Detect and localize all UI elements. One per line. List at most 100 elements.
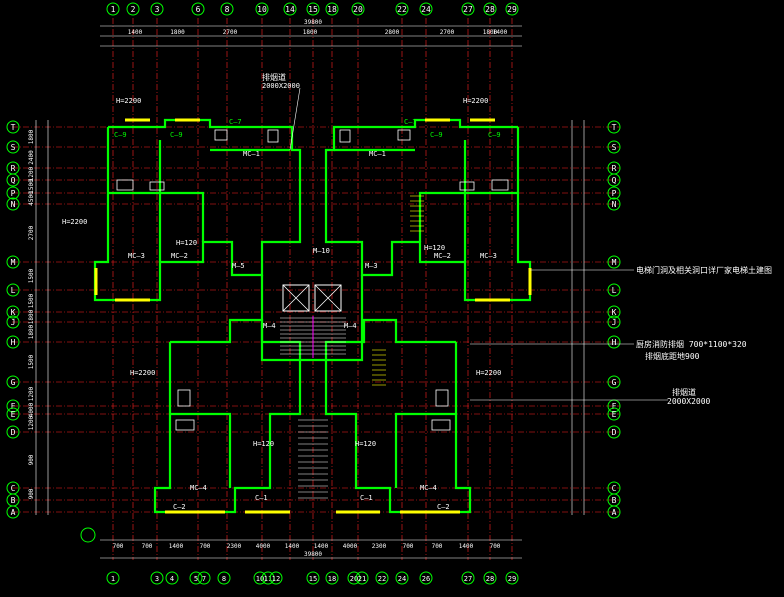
axis-label-bottom-3: 3 (155, 575, 159, 583)
dim-text-bottom-3: 700 (200, 543, 211, 550)
axis-label-left-N: N (11, 200, 16, 209)
axis-label-right-N: N (612, 200, 617, 209)
tag-h2200-br: H=2200 (476, 369, 502, 377)
axis-bubble-left-F (6, 399, 20, 413)
tag-h2200-tr: H=2200 (463, 97, 489, 105)
axis-bubble-right-M (607, 255, 621, 269)
axis-bubble-bottom-7 (197, 571, 211, 585)
axis-bubble-bottom-29 (505, 571, 519, 585)
axis-label-bottom-28: 28 (486, 575, 494, 583)
axis-bubble-left-K (6, 305, 20, 319)
axis-label-top-6: 6 (196, 5, 201, 14)
tag-h120-bl: H=120 (253, 440, 275, 448)
elevator-note: 电梯门洞及相关洞口详厂家电梯土建图 (636, 266, 772, 275)
axis-label-left-M: M (11, 258, 16, 267)
dim-text-bottom-1: 700 (142, 543, 153, 550)
tag-h2200-ml: H=2200 (62, 218, 88, 226)
axis-label-left-F: F (11, 402, 16, 411)
axis-bubble-top-18 (325, 2, 339, 16)
axis-label-left-E: E (11, 410, 16, 419)
dim-text-left-9: 1800 (28, 324, 35, 339)
dim-text-bottom-4: 2300 (227, 543, 242, 550)
dim-text-top-7: 1400 (493, 29, 508, 36)
dim-text-bottom-11: 700 (432, 543, 443, 550)
dim-text-top-5: 2700 (440, 29, 455, 36)
dim-text-left-3: 1500 (28, 179, 35, 194)
axis-bubble-bottom-3 (150, 571, 164, 585)
fixture-3 (397, 129, 411, 141)
fixture-4 (116, 179, 134, 191)
fixture-10 (175, 419, 195, 431)
dim-text-left-2: 1200 (28, 166, 35, 181)
axis-label-bottom-18: 18 (328, 575, 336, 583)
axis-bubble-right-D (607, 425, 621, 439)
north-marker (80, 527, 96, 543)
wall-ur-inner2 (418, 140, 467, 242)
axis-label-top-28: 28 (485, 5, 495, 14)
axis-bubble-bottom-15 (306, 571, 320, 585)
wall-ll-inner (170, 412, 232, 488)
axis-label-left-Q: Q (11, 176, 16, 185)
fixture-6 (149, 181, 165, 191)
axis-label-top-20: 20 (353, 5, 363, 14)
axis-label-top-22: 22 (397, 5, 407, 14)
axis-bubble-right-J (607, 315, 621, 329)
tag-m4-right: M—4 (344, 322, 357, 330)
axis-bubble-left-E (6, 407, 20, 421)
axis-bubble-bottom-20 (347, 571, 361, 585)
tag-c7-right: C—7 (404, 118, 417, 126)
dim-text-bottom-8: 4000 (343, 543, 358, 550)
elevator-x-left-b (282, 284, 310, 312)
tag-m3-right: M—3 (365, 262, 378, 270)
axis-label-left-P: P (11, 189, 16, 198)
dim-text-bottom-2: 1400 (169, 543, 184, 550)
dim-text-bottom-5: 4000 (256, 543, 271, 550)
tag-c7-left: C—7 (229, 118, 242, 126)
axis-label-right-L: L (612, 286, 617, 295)
axis-label-right-T: T (612, 123, 617, 132)
axis-label-left-G: G (11, 378, 16, 387)
axis-bubble-bottom-11 (261, 571, 275, 585)
dim-text-bottom-6: 1400 (285, 543, 300, 550)
axis-label-bottom-24: 24 (398, 575, 406, 583)
tag-c2-right: C—2 (437, 503, 450, 511)
tag-mc4-right: MC—4 (420, 484, 437, 492)
tag-c1-left: C—1 (255, 494, 268, 502)
fixture-2 (339, 129, 351, 143)
axis-bubble-bottom-8 (217, 571, 231, 585)
axis-bubble-top-1 (106, 2, 120, 16)
axis-label-top-14: 14 (285, 5, 295, 14)
fixture-8 (177, 389, 191, 407)
axis-bubble-bottom-24 (395, 571, 409, 585)
axis-label-right-E: E (612, 410, 617, 419)
axis-bubble-bottom-27 (461, 571, 475, 585)
wall-lr-inner (394, 412, 456, 488)
leader-top-shaft (289, 87, 301, 151)
axis-bubble-left-D (6, 425, 20, 439)
axis-label-bottom-1: 1 (111, 575, 115, 583)
dim-text-left-13: 1200 (28, 415, 35, 430)
axis-bubble-bottom-5 (189, 571, 203, 585)
dim-text-bottom-7: 1400 (314, 543, 329, 550)
wall-core (260, 275, 364, 362)
axis-label-right-G: G (612, 378, 617, 387)
dim-text-left-11: 1200 (28, 386, 35, 401)
axis-bubble-right-A (607, 505, 621, 519)
axis-label-top-10: 10 (257, 5, 267, 14)
axis-bubble-right-G (607, 375, 621, 389)
axis-label-bottom-26: 26 (422, 575, 430, 583)
dim-text-left-10: 1500 (28, 354, 35, 369)
tag-h120-r: H=120 (424, 244, 446, 252)
fixture-7 (459, 181, 475, 191)
tag-c2-left: C—2 (173, 503, 186, 511)
dim-text-left-15: 900 (28, 488, 35, 499)
axis-bubble-bottom-26 (419, 571, 433, 585)
wall-lower-right (324, 318, 472, 514)
axis-bubble-right-L (607, 283, 621, 297)
shaft-note: 排烟道 (672, 388, 696, 397)
dim-text-top-3: 1800 (303, 29, 318, 36)
axis-bubble-top-2 (126, 2, 140, 16)
dim-text-bottom-12: 1400 (459, 543, 474, 550)
dim-text-top-0: 1400 (128, 29, 143, 36)
dim-text-left-12: 4000 (28, 402, 35, 417)
